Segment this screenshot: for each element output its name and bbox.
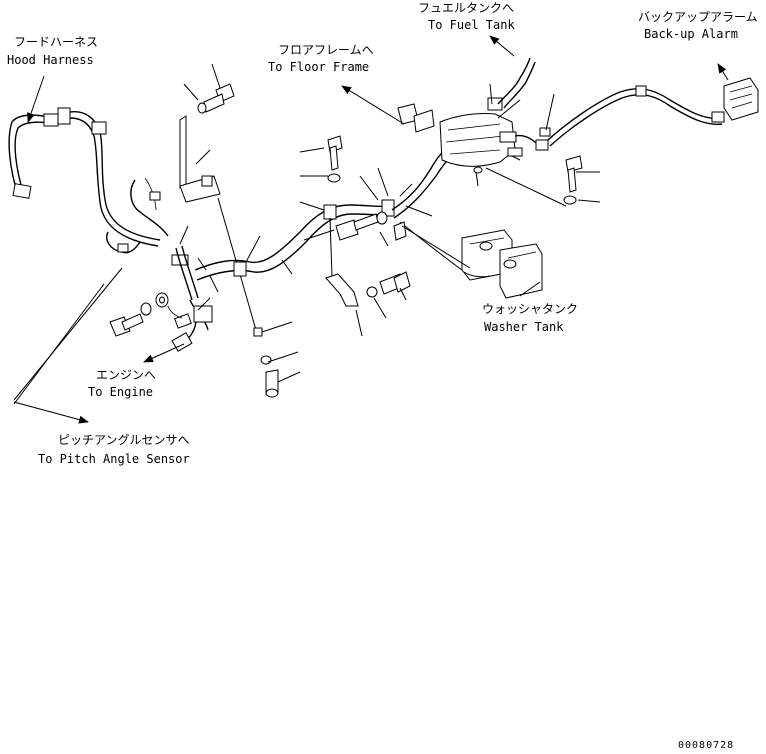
fuel-tank-en-label: To Fuel Tank (428, 18, 515, 32)
backup-alarm (547, 77, 759, 147)
center-bracket (179, 83, 279, 398)
left-bolt-stack (109, 292, 169, 337)
leader-lines (179, 63, 601, 383)
callout-arrows (13, 35, 729, 424)
drawing-number: 00080728 (678, 740, 734, 751)
pitch-sensor-en-label: To Pitch Angle Sensor (38, 452, 190, 466)
engine-en-label: To Engine (88, 385, 153, 399)
washer-tank (461, 229, 543, 299)
hood-harness-jp-label: フードハーネス (14, 35, 98, 49)
floor-frame-en-label: To Floor Frame (268, 60, 369, 74)
pitch-sensor-jp-label: ピッチアングルセンサへ (58, 433, 190, 447)
engine-connector (167, 299, 213, 352)
backup-alarm-jp-label: バックアップアラーム (638, 10, 758, 24)
washer-tank-en-label: Washer Tank (484, 320, 564, 334)
backup-alarm-en-label: Back-up Alarm (644, 27, 738, 41)
hood-harness (8, 107, 199, 301)
right-bolt-stack (563, 155, 583, 205)
fuel-tank-jp-label: フュエルタンクへ (418, 1, 514, 15)
junction-cluster (397, 57, 551, 174)
main-harness (194, 134, 475, 307)
floor-frame-jp-label: フロアフレームへ (278, 43, 374, 57)
washer-tank-jp-label: ウォッシャタンク (482, 302, 578, 316)
engine-jp-label: エンジンへ (96, 368, 156, 382)
hood-harness-en-label: Hood Harness (7, 53, 94, 67)
